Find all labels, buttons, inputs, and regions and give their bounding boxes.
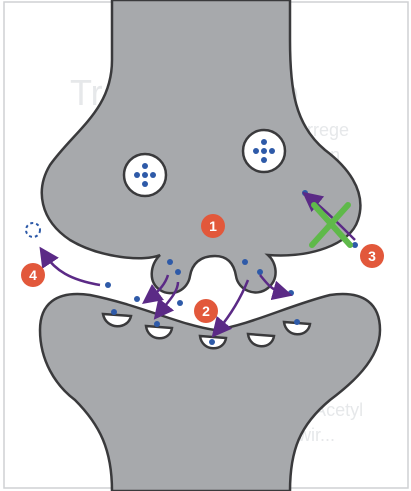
step-badge-3: 3	[360, 244, 384, 268]
postsynaptic-cell	[40, 294, 380, 491]
presynaptic-terminal	[42, 0, 361, 293]
degraded-transmitter-icon	[26, 223, 40, 237]
step-badge-1: 1	[201, 214, 225, 238]
step-label: 1	[209, 218, 217, 234]
step-label: 3	[368, 248, 376, 264]
step-badge-2: 2	[194, 299, 218, 323]
vesicle	[243, 130, 285, 172]
vesicle	[124, 154, 166, 196]
step-label: 2	[202, 303, 210, 319]
step-badge-4: 4	[21, 263, 45, 287]
step-label: 4	[29, 267, 37, 283]
